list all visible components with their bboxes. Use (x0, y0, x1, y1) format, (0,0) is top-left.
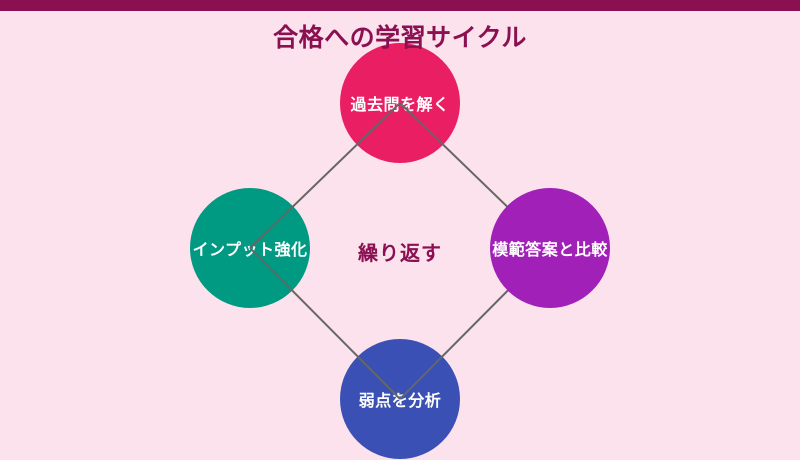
connector-strengthen-input-to-past-exam (249, 102, 401, 249)
diagram-title: 合格への学習サイクル (273, 24, 527, 52)
connector-analyze-weakness-to-strengthen-input (249, 247, 401, 400)
cycle-center-label: 繰り返す (358, 243, 442, 265)
top-accent-bar (0, 0, 800, 11)
